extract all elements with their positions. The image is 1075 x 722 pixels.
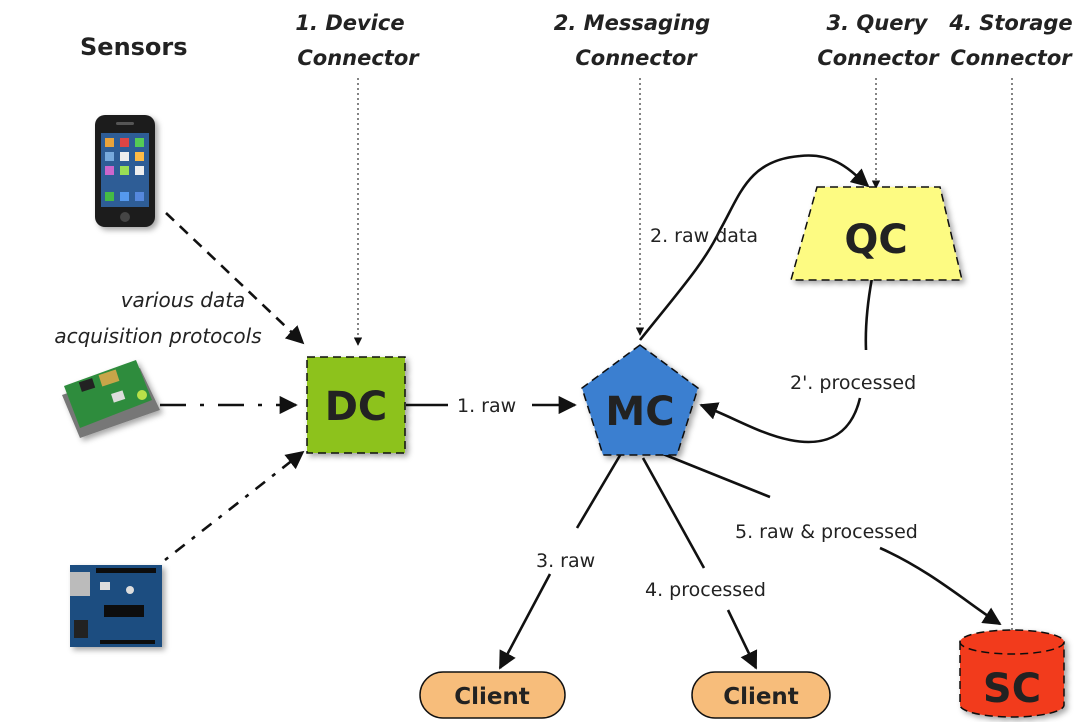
sc-label: SC (983, 666, 1041, 712)
qc-trapezoid (790, 186, 963, 281)
qc-label: QC (844, 217, 907, 263)
edge-mc-to-qc-group: 2. raw data (638, 154, 870, 341)
client-1-box (419, 671, 566, 719)
sensor-edges (160, 212, 305, 562)
header-messaging-connector: 2. Messaging Connector (554, 11, 710, 70)
mc-label: MC (605, 389, 674, 435)
edge-qc-to-mc-group: 2'. processed (701, 277, 916, 444)
header-query-connector-line2: Connector (817, 46, 940, 70)
edge-label-raw-data: 2. raw data (650, 225, 758, 247)
client-2-label: Client (723, 684, 799, 710)
header-device-connector-line1: 1. Device (295, 11, 404, 35)
header-device-connector-line2: Connector (297, 46, 420, 70)
header-storage-connector: 4. Storage Connector (948, 11, 1073, 70)
dc-label: DC (325, 384, 388, 430)
protocols-note-line2: acquisition protocols (54, 324, 261, 348)
header-query-connector: 3. Query Connector (817, 11, 940, 70)
protocols-note: various data acquisition protocols (54, 288, 261, 348)
client-1-label: Client (454, 684, 530, 710)
dc-node: DC (306, 356, 406, 454)
edge-qc-to-mc (701, 277, 874, 444)
sensors-title: Sensors (80, 33, 188, 61)
qc-node: QC (790, 186, 963, 281)
edge-label-raw-processed: 5. raw & processed (735, 521, 918, 543)
edge-dc-to-mc-group: 1. raw (406, 395, 577, 417)
header-storage-connector-line2: Connector (950, 46, 1073, 70)
microcontroller-board-icon (70, 565, 162, 647)
client-node-1: Client (419, 671, 566, 719)
edge-label-processed-client: 4. processed (645, 579, 766, 601)
sc-node: SC (959, 629, 1065, 718)
sensor-board-icon (62, 360, 160, 438)
protocols-note-line1: various data (121, 288, 246, 312)
edge-label-raw-client: 3. raw (536, 550, 595, 572)
dc-box (306, 356, 406, 454)
header-device-connector: 1. Device Connector (295, 11, 420, 70)
client-node-2: Client (691, 671, 831, 719)
edge-mc-to-client-2 (641, 457, 756, 668)
edge-label-processed: 2'. processed (790, 372, 916, 394)
header-guide-lines (353, 78, 1017, 669)
header-messaging-connector-line2: Connector (575, 46, 698, 70)
edge-phone-to-dc (165, 212, 305, 345)
mc-node: MC (581, 344, 699, 456)
edge-mc-to-qc (638, 154, 870, 341)
edge-label-raw: 1. raw (457, 395, 516, 417)
client-2-box (691, 671, 831, 719)
header-messaging-connector-line1: 2. Messaging (554, 11, 710, 35)
sc-cylinder-top (959, 629, 1065, 655)
header-storage-connector-line1: 4. Storage (948, 11, 1072, 35)
edge-arduino-to-dc (164, 450, 305, 562)
header-query-connector-line1: 3. Query (827, 11, 929, 35)
edge-mc-to-sc (647, 446, 1000, 624)
sc-cylinder-body (959, 641, 1065, 718)
smartphone-icon (95, 115, 155, 227)
mc-pentagon (581, 344, 699, 456)
edge-mc-to-client-1 (500, 451, 624, 668)
mc-output-edges (500, 446, 1000, 668)
